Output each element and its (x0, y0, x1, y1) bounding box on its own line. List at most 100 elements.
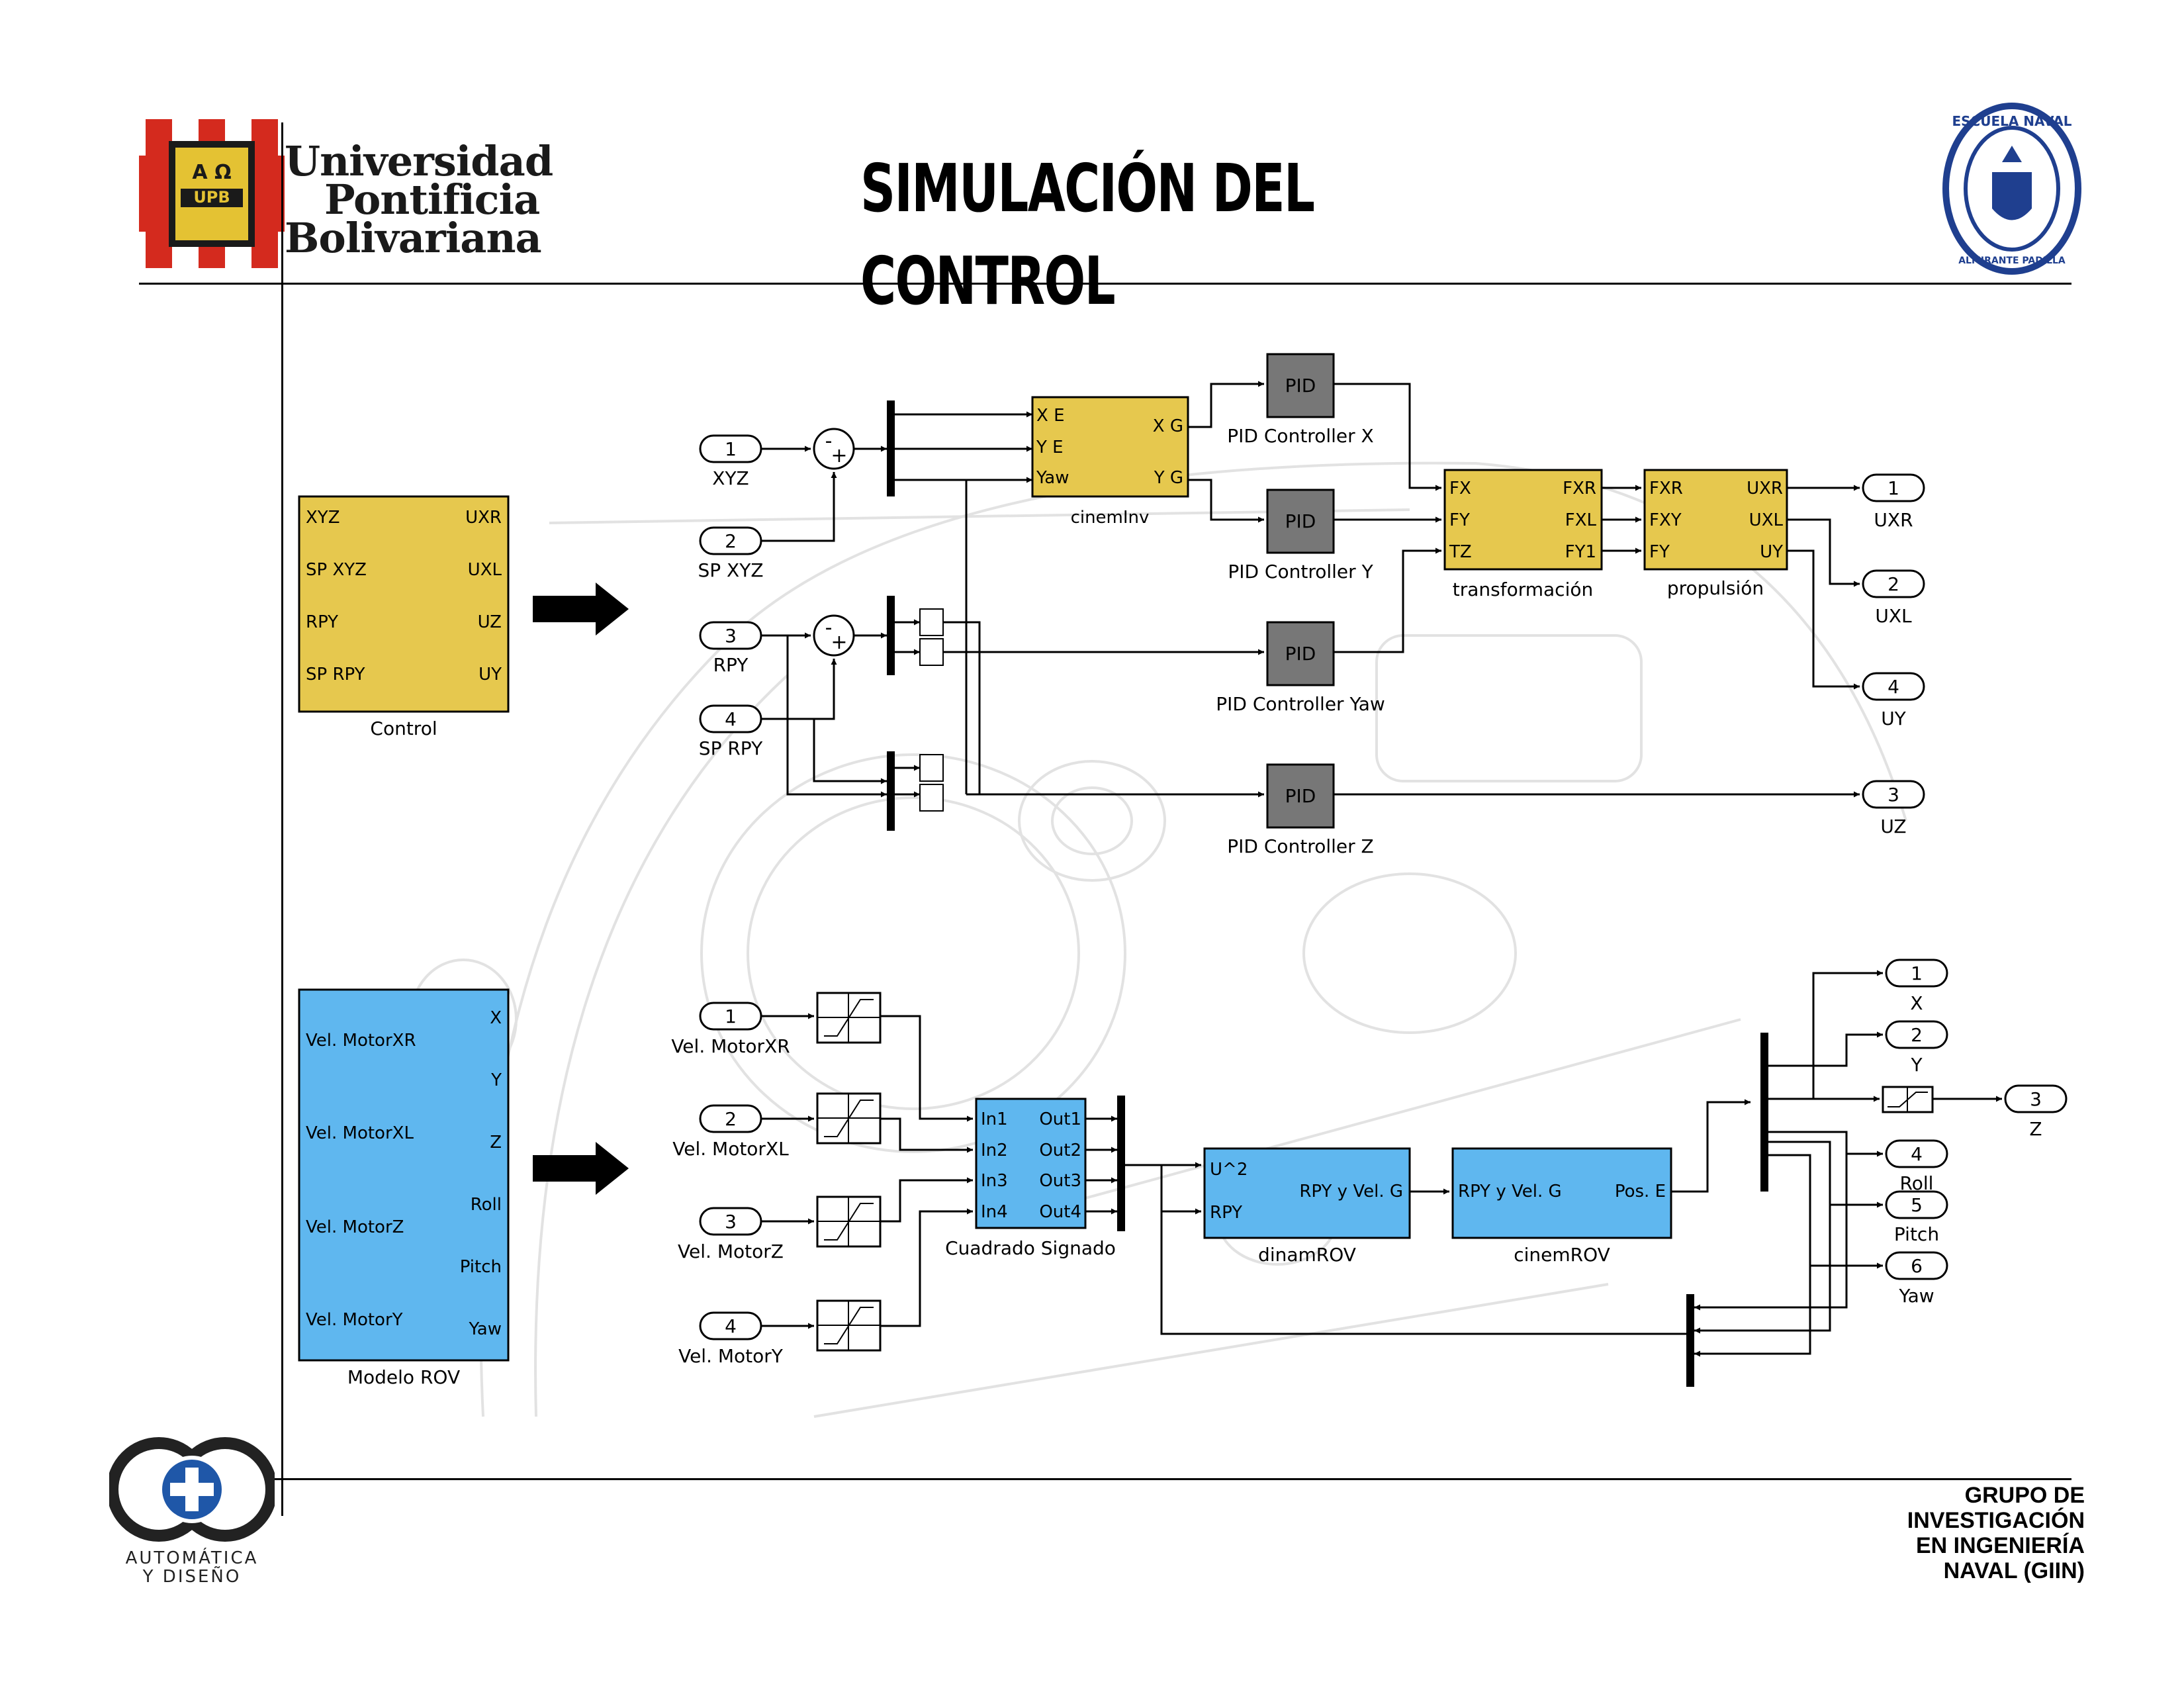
outport-number: 5 (1911, 1194, 1923, 1216)
pid-text: PID (1285, 375, 1316, 397)
pid-block[interactable] (1266, 489, 1335, 554)
control-out-label: UY (478, 665, 502, 684)
cinem-rov-name: cinemROV (1514, 1244, 1610, 1266)
control-block[interactable] (298, 495, 510, 713)
propulsion-name: propulsión (1667, 577, 1764, 599)
control-in-label: SP XYZ (306, 560, 367, 580)
outport[interactable] (1862, 473, 1925, 502)
dinam-rov-block[interactable] (1203, 1147, 1411, 1239)
transformacion-name: transformación (1453, 579, 1593, 600)
inport-number: 3 (725, 1211, 737, 1233)
demux-bar[interactable] (1760, 1033, 1768, 1192)
university-line-3: Bolivariana (285, 214, 542, 262)
expand-arrow-icon (533, 583, 629, 635)
cinem-rov-block[interactable] (1451, 1147, 1672, 1239)
demux-bar[interactable] (887, 400, 895, 496)
sum-xyz[interactable] (813, 428, 855, 470)
outport-number: 4 (1911, 1143, 1923, 1165)
university-line-2: Pontificia (324, 175, 540, 224)
port-label: Out1 (1039, 1109, 1081, 1129)
inport[interactable] (699, 1207, 762, 1236)
outport-label: UXR (1874, 509, 1913, 531)
outport[interactable] (1885, 1020, 1948, 1049)
control-in-label: SP RPY (306, 665, 365, 684)
pid-name: PID Controller Y (1228, 561, 1373, 583)
port-label: FY1 (1565, 542, 1596, 562)
pid-name: PID Controller X (1227, 425, 1373, 447)
inport[interactable] (699, 704, 762, 733)
inport-label: Vel. MotorXR (671, 1035, 790, 1057)
pid-block[interactable] (1266, 353, 1335, 418)
pid-block[interactable] (1266, 763, 1335, 829)
rov-in-label: Vel. MotorY (306, 1310, 403, 1330)
outport-number: 6 (1911, 1255, 1923, 1277)
inport-number: 2 (725, 530, 737, 552)
seal-bottom-text: ALMIRANTE PADILLA (1958, 256, 2066, 266)
inport-number: 1 (725, 1006, 737, 1027)
cinem-inv-block[interactable] (1031, 396, 1189, 498)
outport[interactable] (1862, 569, 1925, 598)
port-label: Y G (1154, 468, 1183, 488)
selector-icon[interactable] (919, 754, 944, 782)
port-label: UXL (1749, 510, 1784, 530)
pid-text: PID (1285, 510, 1316, 532)
inport-label: SP RPY (699, 737, 763, 759)
outport[interactable] (1862, 672, 1925, 701)
pid-block[interactable] (1266, 621, 1335, 686)
inport[interactable] (699, 1002, 762, 1031)
inport[interactable] (699, 434, 762, 463)
pid-text: PID (1285, 785, 1316, 807)
port-label: Yaw (1036, 468, 1069, 488)
selector-icon[interactable] (919, 638, 944, 666)
university-line-1: Universidad (285, 137, 553, 185)
transformacion-block[interactable] (1443, 469, 1603, 571)
automatica-caption: AUTOMÁTICA Y DISEÑO (106, 1549, 278, 1586)
control-block-name: Control (370, 718, 437, 739)
cinem-inv-name: cinemInv (1071, 508, 1150, 528)
selector-icon[interactable] (919, 784, 944, 812)
sum-sign: + (831, 444, 847, 467)
inport-number: 3 (725, 625, 737, 647)
automatica-diseno-logo (109, 1437, 275, 1542)
crest-acronym: UPB (193, 188, 230, 207)
demux-bar[interactable] (887, 751, 895, 831)
group-line-3: EN INGENIERÍA (1915, 1533, 2085, 1558)
propulsion-block[interactable] (1643, 469, 1788, 571)
port-label: RPY (1210, 1203, 1242, 1223)
port-label: Out3 (1039, 1171, 1081, 1191)
port-label: FXL (1565, 510, 1597, 530)
inport-number: 4 (725, 1315, 737, 1337)
pid-text: PID (1285, 643, 1316, 665)
upb-crest-logo: A Ω UPB (139, 119, 285, 268)
rov-model-block[interactable] (298, 988, 510, 1362)
university-name: Universidad Pontificia Bolivariana (285, 137, 553, 262)
selector-icon[interactable] (919, 608, 944, 636)
port-label: Pos. E (1615, 1182, 1666, 1201)
inport-number: 1 (725, 438, 737, 460)
sum-rpy[interactable] (813, 614, 855, 657)
demux-bar[interactable] (887, 596, 895, 675)
outport[interactable] (1885, 1190, 1948, 1219)
inport[interactable] (699, 1104, 762, 1133)
port-label: UXR (1747, 479, 1783, 498)
outport[interactable] (2004, 1084, 2068, 1113)
inport[interactable] (699, 1311, 762, 1340)
outport[interactable] (1862, 780, 1925, 809)
outport[interactable] (1885, 1251, 1948, 1280)
sum-sign: - (825, 616, 833, 639)
outport-label: UXL (1875, 605, 1912, 627)
outport[interactable] (1885, 959, 1948, 988)
control-in-label: RPY (306, 612, 338, 632)
mux-bar[interactable] (1686, 1294, 1694, 1387)
sum-sign: - (825, 430, 833, 453)
outport[interactable] (1885, 1139, 1948, 1168)
port-label: FXR (1563, 479, 1596, 498)
port-label: U^2 (1210, 1160, 1248, 1180)
outport-number: 4 (1888, 676, 1899, 698)
inport[interactable] (699, 621, 762, 650)
mux-bar[interactable] (1117, 1096, 1125, 1231)
inport[interactable] (699, 526, 762, 555)
outport-label: Yaw (1898, 1285, 1934, 1307)
cuadrado-signado-block[interactable] (975, 1098, 1087, 1229)
